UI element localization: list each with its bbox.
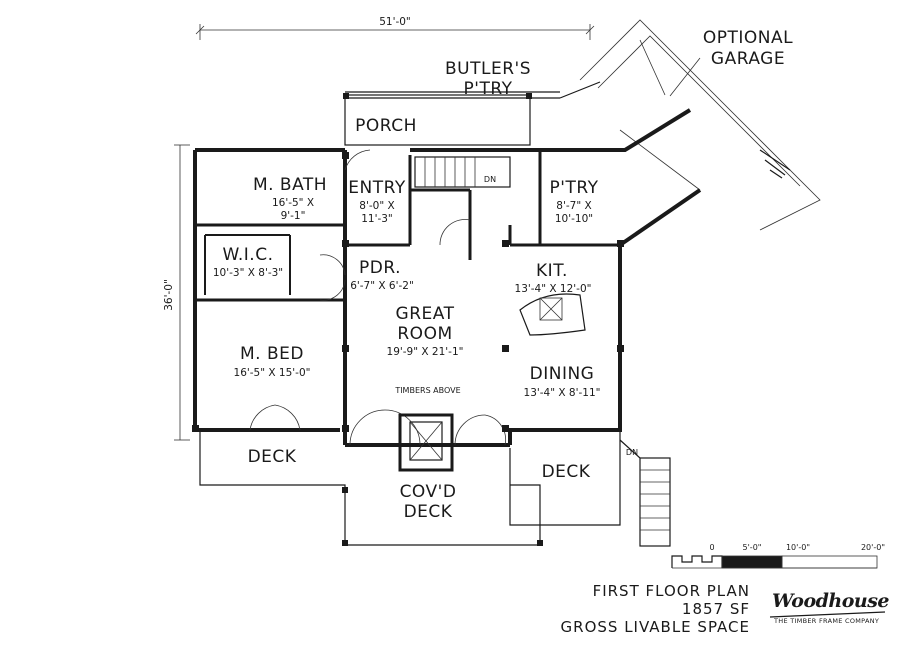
overall-width-dimension: 51'-0" [195, 16, 595, 40]
scale-tick-2: 10'-0" [786, 543, 810, 552]
stair-dn-label: DN [484, 175, 496, 184]
doors [249, 149, 506, 446]
kit-name: KIT. [536, 261, 568, 281]
great-room-name1: GREAT [396, 304, 455, 324]
logo-name: Woodhouse [772, 590, 890, 612]
butlers-pantry: BUTLER'S P'TRY [345, 59, 601, 99]
deck-right-label: DECK [542, 462, 591, 482]
entry-dim1: 8'-0" X [359, 200, 394, 212]
garage-label-line2: GARAGE [711, 49, 785, 69]
main-stair: DN [414, 156, 511, 188]
wic-dim: 10'-3" X 8'-3" [213, 267, 283, 279]
porch: PORCH [343, 93, 532, 146]
optional-garage: OPTIONAL GARAGE [579, 19, 821, 231]
great-room-dim: 19'-9" X 21'-1" [387, 346, 464, 358]
covd-deck-name1: COV'D [400, 482, 457, 502]
overall-width-label: 51'-0" [379, 16, 411, 28]
caption-line3: GROSS LIVABLE SPACE [560, 618, 750, 636]
m-bath-dim2: 9'-1" [281, 210, 306, 222]
entry-dim2: 11'-3" [361, 213, 393, 225]
logo-tagline: THE TIMBER FRAME COMPANY [774, 617, 880, 625]
m-bed-dim: 16'-5" X 15'-0" [234, 367, 311, 379]
decks [199, 430, 621, 546]
butlers-label-line2: P'TRY [464, 79, 513, 99]
logo-underline [769, 611, 886, 618]
m-bath-name: M. BATH [253, 175, 327, 195]
ext-stair-dn-label: DN [626, 448, 638, 457]
butlers-label-line1: BUTLER'S [445, 59, 531, 79]
timber-posts [192, 152, 624, 432]
scale-tick-3: 20'-0" [861, 543, 885, 552]
garage-label-line1: OPTIONAL [703, 28, 793, 48]
m-bed-name: M. BED [240, 344, 304, 364]
scale-tick-1: 5'-0" [743, 543, 762, 552]
great-room-name2: ROOM [397, 324, 452, 344]
pantry-dim2: 10'-10" [555, 213, 593, 225]
pdr-name: PDR. [359, 258, 401, 278]
overall-depth-dimension: 36'-0" [163, 144, 190, 441]
caption-line2: 1857 SF [681, 600, 750, 618]
porch-label: PORCH [355, 116, 417, 136]
overall-depth-label: 36'-0" [163, 279, 175, 311]
m-bath-dim1: 16'-5" X [272, 197, 314, 209]
dining-dim: 13'-4" X 8'-11" [524, 387, 601, 399]
dining-name: DINING [530, 364, 595, 384]
pantry-name: P'TRY [550, 178, 599, 198]
exterior-stair: DN [619, 439, 671, 547]
timbers-above-note: TIMBERS ABOVE [394, 386, 460, 395]
fireplace [398, 413, 454, 472]
deck-left-label: DECK [248, 447, 297, 467]
entry-name: ENTRY [348, 178, 406, 198]
caption-line1: FIRST FLOOR PLAN [592, 582, 750, 600]
scale-bar: 0 5'-0" 10'-0" 20'-0" [671, 543, 885, 569]
pdr-dim: 6'-7" X 6'-2" [350, 280, 414, 292]
covd-deck-name2: DECK [404, 502, 453, 522]
kitchen-island [519, 293, 586, 336]
pantry-dim1: 8'-7" X [556, 200, 591, 212]
scale-tick-0: 0 [709, 543, 714, 552]
wic-name: W.I.C. [223, 245, 274, 265]
kit-dim: 13'-4" X 12'-0" [515, 283, 592, 295]
